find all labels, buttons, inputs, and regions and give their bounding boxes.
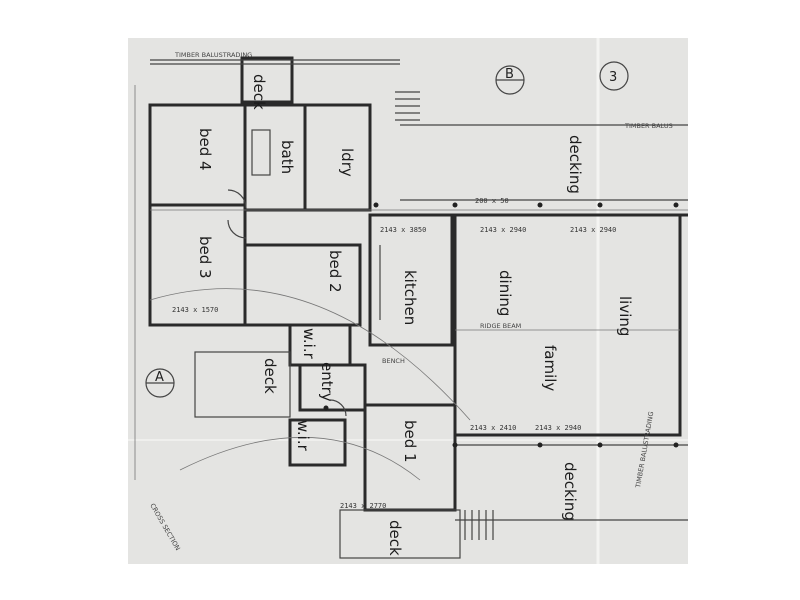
living-outline — [453, 213, 682, 437]
door-swing — [227, 189, 247, 209]
room-label-bed2: bed 2 — [326, 250, 344, 293]
arc-line — [179, 436, 421, 481]
section-marker-a-label: A — [155, 370, 164, 385]
room-label-decking-top: decking — [566, 135, 584, 194]
dimension-label: 2143 x 2770 — [340, 502, 386, 510]
note-ridge-beam: RIDGE BEAM — [480, 322, 521, 330]
room-label-entry: entry — [318, 362, 336, 402]
dimension-label: 2143 x 1570 — [172, 306, 218, 314]
room-label-bath: bath — [278, 140, 296, 174]
note-timber-balus: TIMBER BALUS — [624, 122, 673, 130]
room-label-decking-bottom: decking — [561, 462, 579, 521]
dimension-label: 2143 x 2940 — [535, 424, 581, 432]
section-marker-a: A — [145, 368, 175, 398]
arc-line — [149, 288, 471, 421]
section-marker-3: 3 — [599, 61, 629, 91]
section-marker-b-label: B — [505, 67, 514, 82]
room-label-kitchen: kitchen — [401, 270, 419, 325]
room-label-wir-top: w.i.r — [300, 328, 318, 360]
room-label-bed4: bed 4 — [196, 128, 214, 171]
section-marker-3-label: 3 — [609, 70, 617, 85]
room-label-deck-bottom: deck — [386, 520, 404, 556]
dimension-label: 200 x 50 — [475, 197, 509, 205]
room-label-dining: dining — [496, 270, 514, 316]
entry-walls — [298, 363, 367, 412]
dimension-label: 2143 x 2940 — [570, 226, 616, 234]
section-marker-b: B — [495, 65, 525, 95]
room-label-ldry: ldry — [338, 148, 356, 177]
stairs-bottom — [464, 510, 494, 540]
deck-top-outline — [240, 56, 294, 104]
dimension-label: 2143 x 2940 — [480, 226, 526, 234]
dimension-label: 2143 x 3850 — [380, 226, 426, 234]
room-label-wir-bottom: w.i.r — [294, 420, 312, 452]
deck-left-outline — [194, 351, 291, 418]
room-label-living: living — [616, 296, 634, 336]
door-swing — [329, 399, 347, 417]
bath-tub — [251, 129, 271, 176]
room-label-bed3: bed 3 — [196, 236, 214, 279]
paper-background — [128, 38, 688, 564]
note-timber-balustrading: TIMBER BALUSTRADING — [174, 51, 252, 59]
room-label-bed1: bed 1 — [401, 420, 419, 463]
room-label-deck-left: deck — [261, 358, 279, 394]
note-bench: BENCH — [382, 357, 405, 365]
post-markers — [323, 202, 679, 448]
dimension-label: 2143 x 2410 — [470, 424, 516, 432]
door-swing — [227, 219, 247, 239]
room-label-deck-top: deck — [250, 74, 268, 110]
room-label-family: family — [541, 345, 559, 391]
deck-bottom-outline — [339, 509, 461, 559]
kitchen-walls — [368, 213, 454, 347]
stairs-top — [395, 91, 420, 121]
